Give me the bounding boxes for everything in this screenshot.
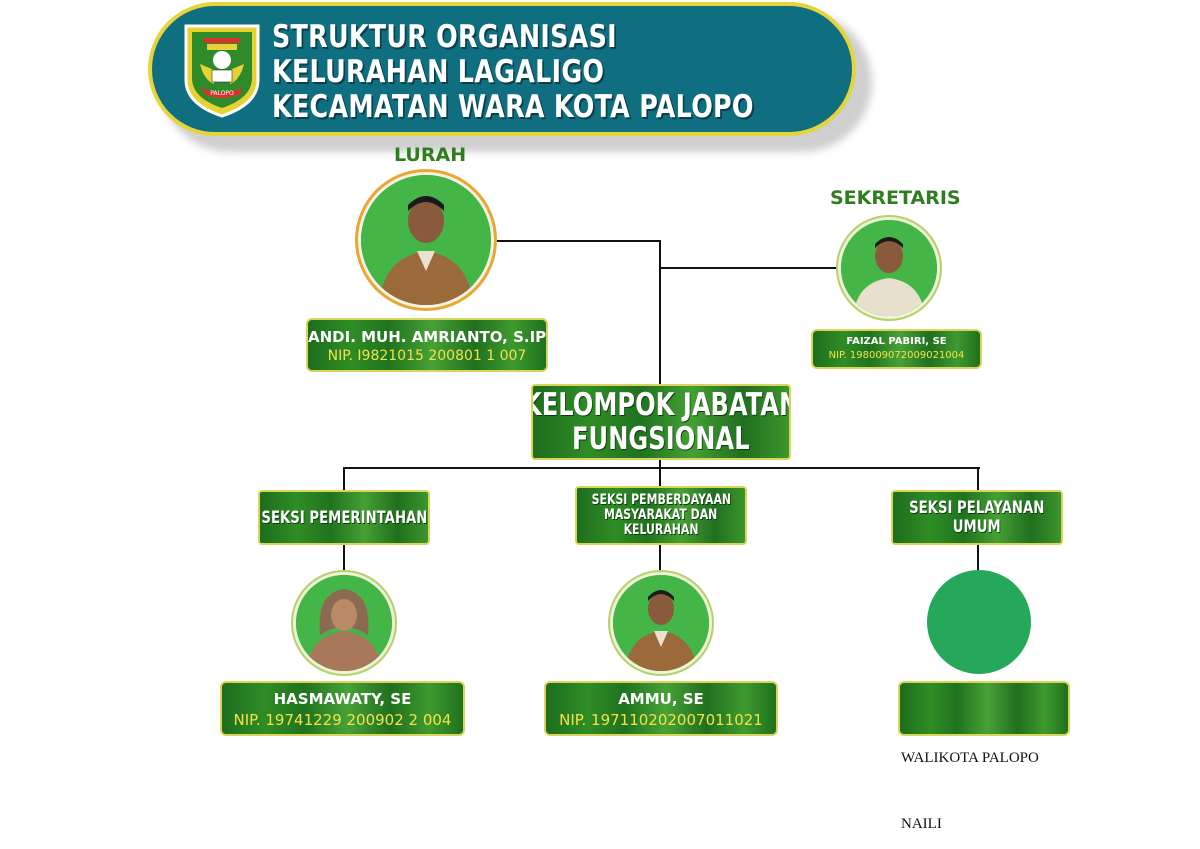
sekretaris-nip: NIP. 198009072009021004 bbox=[828, 350, 965, 361]
lurah-caption: LURAH bbox=[394, 144, 467, 166]
section-pelayanan-box: SEKSI PELAYANAN UMUM bbox=[891, 490, 1063, 545]
connector-section1-down bbox=[343, 543, 345, 573]
section1-label: SEKSI PEMERINTAHAN bbox=[261, 507, 427, 528]
section1-nip: NIP. 19741229 200902 2 004 bbox=[233, 711, 452, 729]
palopo-logo-icon: PALOPO bbox=[184, 24, 260, 118]
section1-nameplate: HASMAWATY, SE NIP. 19741229 200902 2 004 bbox=[220, 681, 465, 736]
lurah-name: ANDI. MUH. AMRIANTO, S.IP bbox=[308, 328, 547, 346]
section3-photo-placeholder bbox=[927, 570, 1031, 674]
kelompok-jabatan-box: KELOMPOK JABATAN FUNGSIONAL bbox=[531, 384, 791, 460]
kelompok-line-1: KELOMPOK JABATAN bbox=[531, 387, 791, 423]
sekretaris-photo bbox=[838, 217, 940, 319]
person-icon bbox=[613, 575, 709, 671]
connector-section1 bbox=[343, 467, 345, 492]
kelompok-line-2: FUNGSIONAL bbox=[572, 421, 750, 457]
section3-label-1: SEKSI PELAYANAN bbox=[909, 497, 1045, 518]
sekretaris-name: FAIZAL PABIRI, SE bbox=[846, 336, 947, 347]
section-pemerintahan-box: SEKSI PEMERINTAHAN bbox=[258, 490, 430, 545]
section2-photo bbox=[610, 572, 712, 674]
section3-label-2: UMUM bbox=[953, 516, 1001, 537]
connector-section3 bbox=[977, 467, 979, 492]
section2-name: AMMU, SE bbox=[618, 690, 704, 708]
section-pemberdayaan-box: SEKSI PEMBERDAYAAN MASYARAKAT DAN KELURA… bbox=[575, 486, 747, 545]
connector-section2-down bbox=[659, 543, 661, 575]
title-line-3: KECAMATAN WARA KOTA PALOPO bbox=[272, 89, 754, 125]
header-banner bbox=[148, 2, 856, 136]
lurah-photo bbox=[358, 172, 494, 308]
connector-kelompok-down bbox=[659, 458, 661, 488]
person-icon bbox=[841, 220, 937, 316]
connector-trunk bbox=[659, 240, 661, 388]
title-line-1: STRUKTUR ORGANISASI bbox=[272, 19, 617, 55]
connector-section3-down bbox=[977, 543, 979, 573]
section2-label-2: MASYARAKAT DAN bbox=[604, 507, 718, 523]
section1-photo bbox=[293, 572, 395, 674]
person-icon bbox=[296, 575, 392, 671]
section2-nip: NIP. 197110202007011021 bbox=[559, 711, 763, 729]
lurah-nip: NIP. I9821015 200801 1 007 bbox=[327, 348, 527, 364]
section1-name: HASMAWATY, SE bbox=[273, 690, 412, 708]
lurah-nameplate: ANDI. MUH. AMRIANTO, S.IP NIP. I9821015 … bbox=[306, 318, 548, 372]
logo-text: PALOPO bbox=[210, 90, 234, 97]
connector-sekretaris bbox=[661, 267, 839, 269]
connector-lurah-h bbox=[493, 240, 661, 242]
section2-nameplate: AMMU, SE NIP. 197110202007011021 bbox=[544, 681, 778, 736]
section2-label-1: SEKSI PEMBERDAYAAN bbox=[591, 492, 731, 508]
section2-label-3: KELURAHAN bbox=[623, 522, 699, 538]
page-title: STRUKTUR ORGANISASI KELURAHAN LAGALIGO K… bbox=[272, 19, 754, 125]
footer-walikota: WALIKOTA PALOPO bbox=[901, 750, 1039, 766]
section3-nameplate bbox=[898, 681, 1070, 736]
footer-naili: NAILI bbox=[901, 816, 942, 832]
sekretaris-nameplate: FAIZAL PABIRI, SE NIP. 19800907200902100… bbox=[811, 329, 982, 369]
connector-sections-h bbox=[344, 467, 980, 469]
title-line-2: KELURAHAN LAGALIGO bbox=[272, 54, 605, 90]
sekretaris-caption: SEKRETARIS bbox=[830, 187, 961, 209]
person-icon bbox=[361, 175, 491, 305]
